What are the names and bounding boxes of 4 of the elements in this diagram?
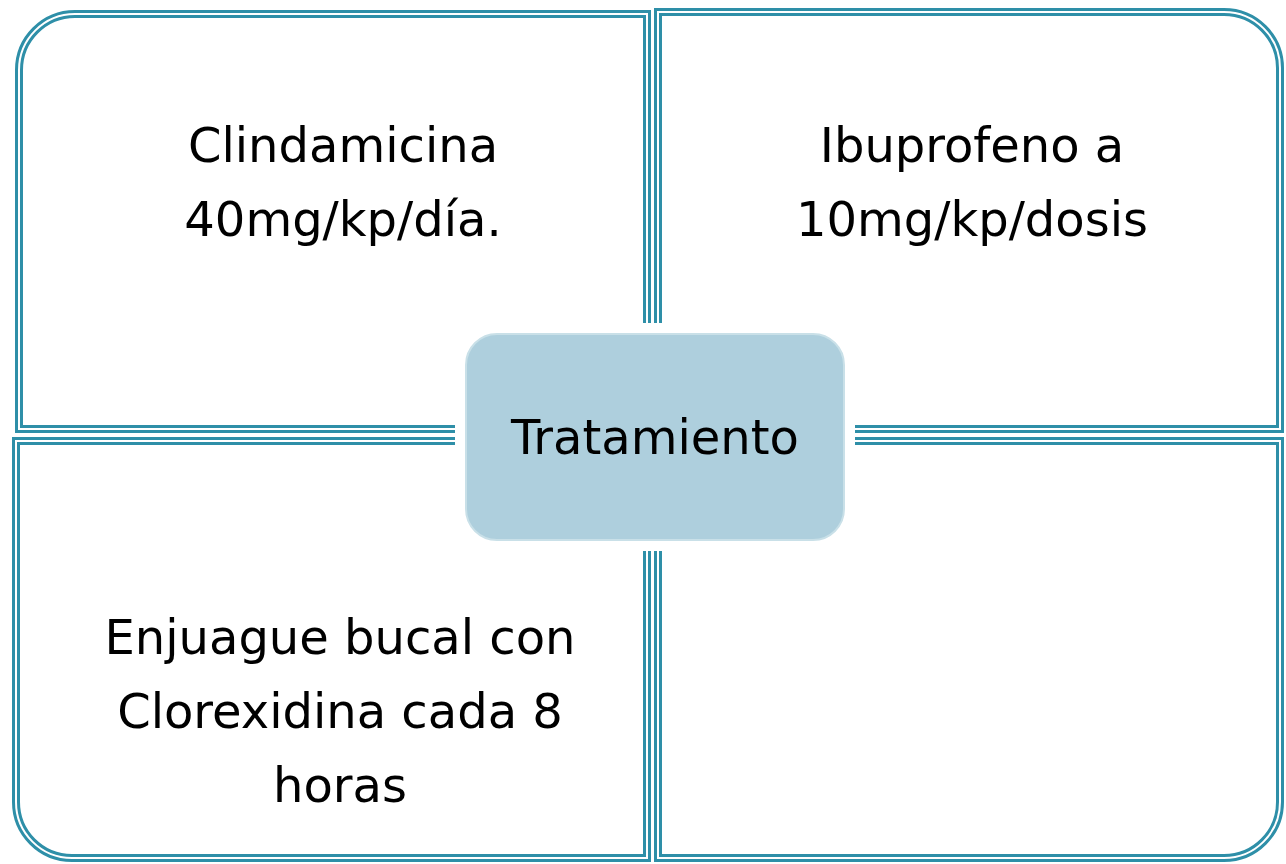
node-text: Ibuprofeno a 10mg/kp/dosis <box>794 116 1150 249</box>
node-text: Tratamiento <box>511 409 799 465</box>
node-text: Clindamicina 40mg/kp/día. <box>183 116 503 249</box>
node-text: Enjuague bucal con Clorexidina cada 8 horas <box>103 608 577 815</box>
